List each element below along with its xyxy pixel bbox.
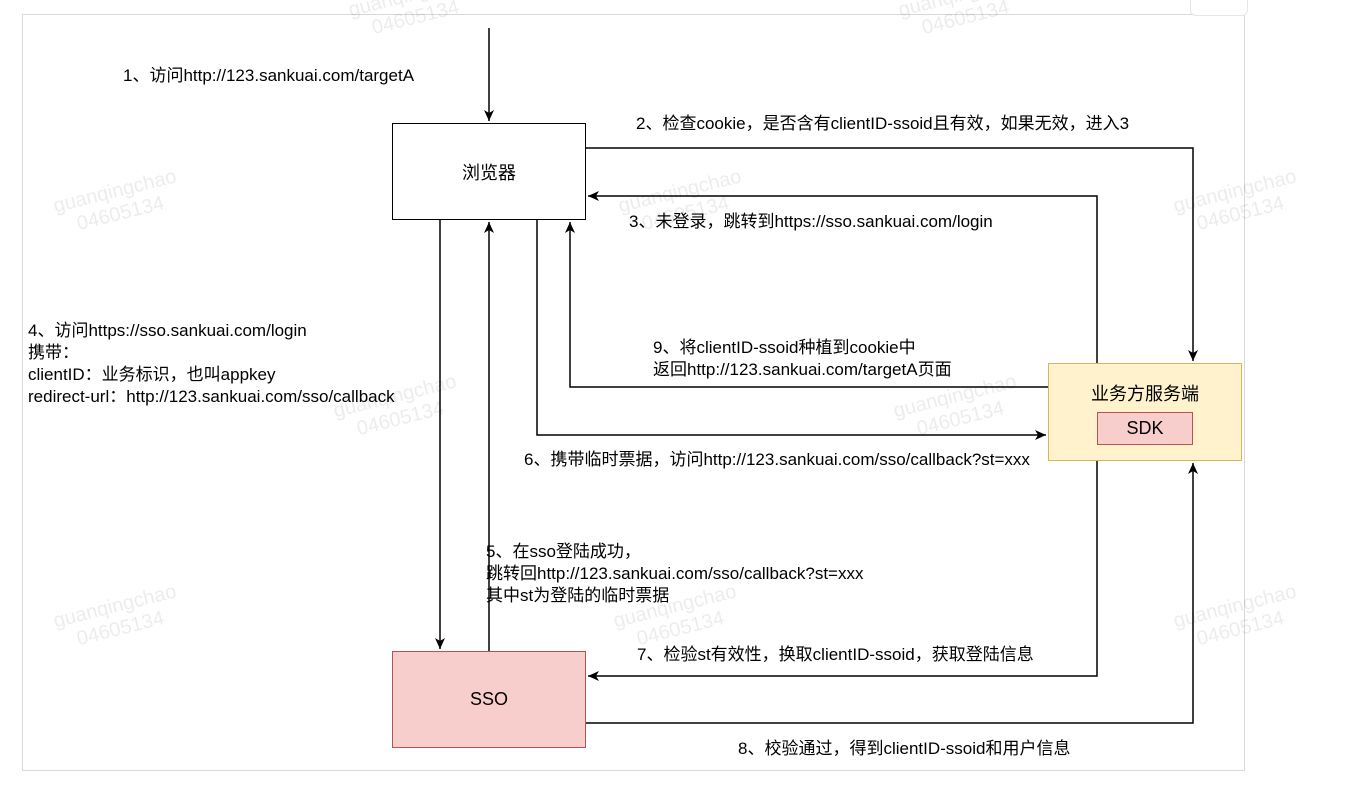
label-step3: 3、未登录，跳转到https://sso.sankuai.com/login — [629, 212, 993, 231]
browser-node-label: 浏览器 — [462, 162, 516, 183]
sdk-label: SDK — [1126, 418, 1164, 438]
sdk-node: SDK — [1097, 412, 1193, 445]
label-step7: 7、检验st有效性，换取clientID-ssoid，获取登陆信息 — [637, 645, 1034, 664]
arrow-step9 — [565, 222, 1048, 388]
sso-node-label: SSO — [469, 689, 508, 709]
label-step1: 1、访问http://123.sankuai.com/targetA — [123, 66, 415, 85]
diagram-frame — [22, 14, 1245, 771]
label-step8: 8、校验通过，得到clientID-ssoid和用户信息 — [738, 739, 1071, 758]
arrow-step3 — [588, 191, 1098, 363]
arrow-step6 — [536, 220, 1046, 440]
label-step5: 5、在sso登陆成功， 跳转回http://123.sankuai.com/ss… — [486, 542, 864, 605]
arrow-step2 — [586, 147, 1198, 361]
corner-card — [1190, 0, 1248, 16]
label-step2: 2、检查cookie，是否含有clientID-ssoid且有效，如果无效，进入… — [636, 114, 1130, 133]
label-step4: 4、访问https://sso.sankuai.com/login 携带： cl… — [28, 321, 395, 406]
label-step9: 9、将clientID-ssoid种植到cookie中 返回http://123… — [653, 338, 952, 379]
label-step6: 6、携带临时票据，访问http://123.sankuai.com/sso/ca… — [524, 450, 1030, 469]
business-server-label: 业务方服务端 — [1091, 384, 1199, 404]
business-server-node: 业务方服务端 SDK — [1048, 363, 1242, 461]
browser-node: 浏览器 — [392, 123, 586, 220]
sso-node: SSO — [392, 651, 586, 748]
arrow-step7 — [588, 461, 1098, 681]
arrow-step8 — [586, 463, 1198, 724]
